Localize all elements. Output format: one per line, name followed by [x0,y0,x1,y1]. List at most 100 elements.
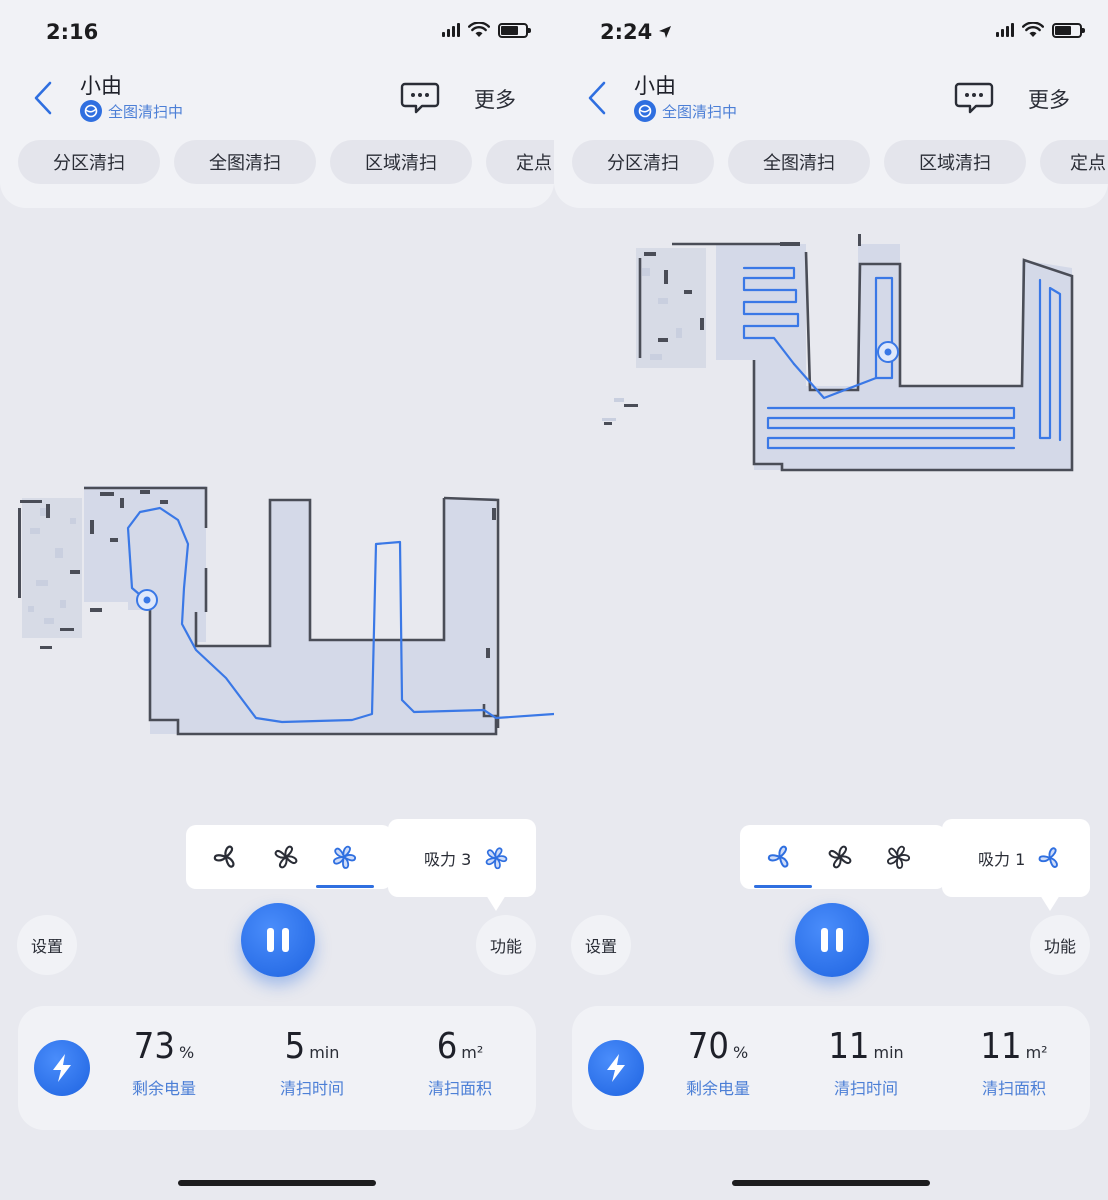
wall-fragments [18,490,496,658]
more-button[interactable]: 更多 [474,88,516,112]
lightning-icon [588,1040,644,1096]
settings-button[interactable]: 设置 [571,915,631,975]
pause-button[interactable] [795,903,869,977]
device-status-text: 全图清扫中 [108,102,184,121]
battery-stat: 73% 剩余电量 [94,1026,234,1099]
function-button[interactable]: 功能 [476,915,536,975]
robot-path [742,266,1062,450]
walls [84,486,500,736]
fan-icon [333,845,356,869]
battery-icon [498,22,531,38]
time-value: 11 [828,1026,870,1067]
battery-unit: % [733,1043,749,1062]
status-time: 2:24 [600,20,672,44]
fan-level-tray [186,825,392,889]
battery-value: 70 [687,1026,729,1067]
fan-level-2-button[interactable] [266,837,306,877]
settings-button[interactable]: 设置 [17,915,77,975]
pause-button[interactable] [241,903,315,977]
device-name: 小由 [634,74,676,98]
fan-selected-indicator [316,885,374,888]
battery-unit: % [179,1043,195,1062]
fan-level-1-button[interactable] [206,837,246,877]
scanned-noise [602,248,706,421]
scanned-noise [22,498,82,638]
location-arrow-icon [659,26,672,38]
pause-icon [821,928,843,952]
device-status: 全图清扫中 [634,100,737,122]
tab-zone-clean[interactable]: 分区清扫 [572,140,714,184]
robot-position-icon [136,589,158,611]
fan-icon [486,847,508,870]
battery-value: 73 [133,1026,175,1067]
suction-label: 吸力 3 [424,850,472,869]
fan-level-3-button[interactable] [324,837,364,877]
home-indicator[interactable] [178,1180,376,1186]
tab-spot-clean[interactable]: 定点 [1040,140,1108,184]
fan-level-3-button[interactable] [878,837,918,877]
phone-screen-1: 2:16 小由 全图清扫中 更多 分区清扫 全图清扫 区域清扫 定点 [0,0,554,1186]
suction-level-display: 吸力 3 [388,819,536,897]
status-time-text: 2:24 [600,20,653,44]
pause-icon [267,928,289,952]
status-icons [442,22,531,38]
fan-icon [828,845,852,869]
tab-area-clean[interactable]: 区域清扫 [884,140,1026,184]
suction-panel: 吸力 3 [186,819,536,911]
robot-position-icon [877,341,899,363]
status-icons [996,22,1085,38]
nav-bar: 小由 全图清扫中 更多 [0,64,554,130]
function-button[interactable]: 功能 [1030,915,1090,975]
area-value: 6 [436,1026,458,1067]
fan-icon [767,845,789,868]
nav-bar: 小由 全图清扫中 更多 [554,64,1108,130]
home-indicator[interactable] [732,1180,930,1186]
status-bar: 2:16 [0,0,554,64]
phone-screen-2: 2:24 小由 全图清扫中 更多 分区清扫 全图清扫 区域清扫 定点 [554,0,1108,1200]
suction-label: 吸力 1 [978,850,1026,869]
tab-spot-clean[interactable]: 定点 [486,140,554,184]
wifi-icon [468,22,490,37]
chat-bubble-icon [954,82,994,114]
device-status: 全图清扫中 [80,100,183,122]
area-unit: m² [461,1043,484,1062]
cleaning-map[interactable] [0,208,554,808]
wifi-icon [1022,22,1044,37]
globe-icon [634,100,656,122]
time-unit: min [873,1043,904,1062]
chevron-left-icon [588,81,606,115]
battery-label: 剩余电量 [131,1079,196,1098]
time-label: 清扫时间 [279,1079,344,1098]
tab-full-clean[interactable]: 全图清扫 [728,140,870,184]
fan-level-1-button[interactable] [760,837,800,877]
popover-pointer [486,895,506,911]
message-button[interactable] [954,80,994,116]
tab-area-clean[interactable]: 区域清扫 [330,140,472,184]
robot-path [126,506,554,724]
tab-full-clean[interactable]: 全图清扫 [174,140,316,184]
battery-stat: 70% 剩余电量 [648,1026,788,1099]
popover-pointer [1040,895,1060,911]
fan-icon [887,845,910,869]
back-button[interactable] [26,76,60,120]
tab-zone-clean[interactable]: 分区清扫 [18,140,160,184]
mode-tabs: 分区清扫 全图清扫 区域清扫 定点 [18,140,554,184]
back-button[interactable] [580,76,614,120]
signal-icon [442,23,460,37]
time-label: 清扫时间 [833,1079,898,1098]
lightning-icon [34,1040,90,1096]
fan-level-2-button[interactable] [820,837,860,877]
area-unit: m² [1025,1043,1048,1062]
floor-area [640,244,1072,470]
fan-level-tray [740,825,946,889]
wall-fragments [604,234,861,425]
area-value: 11 [980,1026,1022,1067]
cleaning-map[interactable] [554,208,1108,808]
suction-panel: 吸力 1 [740,819,1090,911]
message-button[interactable] [400,80,440,116]
more-button[interactable]: 更多 [1028,88,1070,112]
